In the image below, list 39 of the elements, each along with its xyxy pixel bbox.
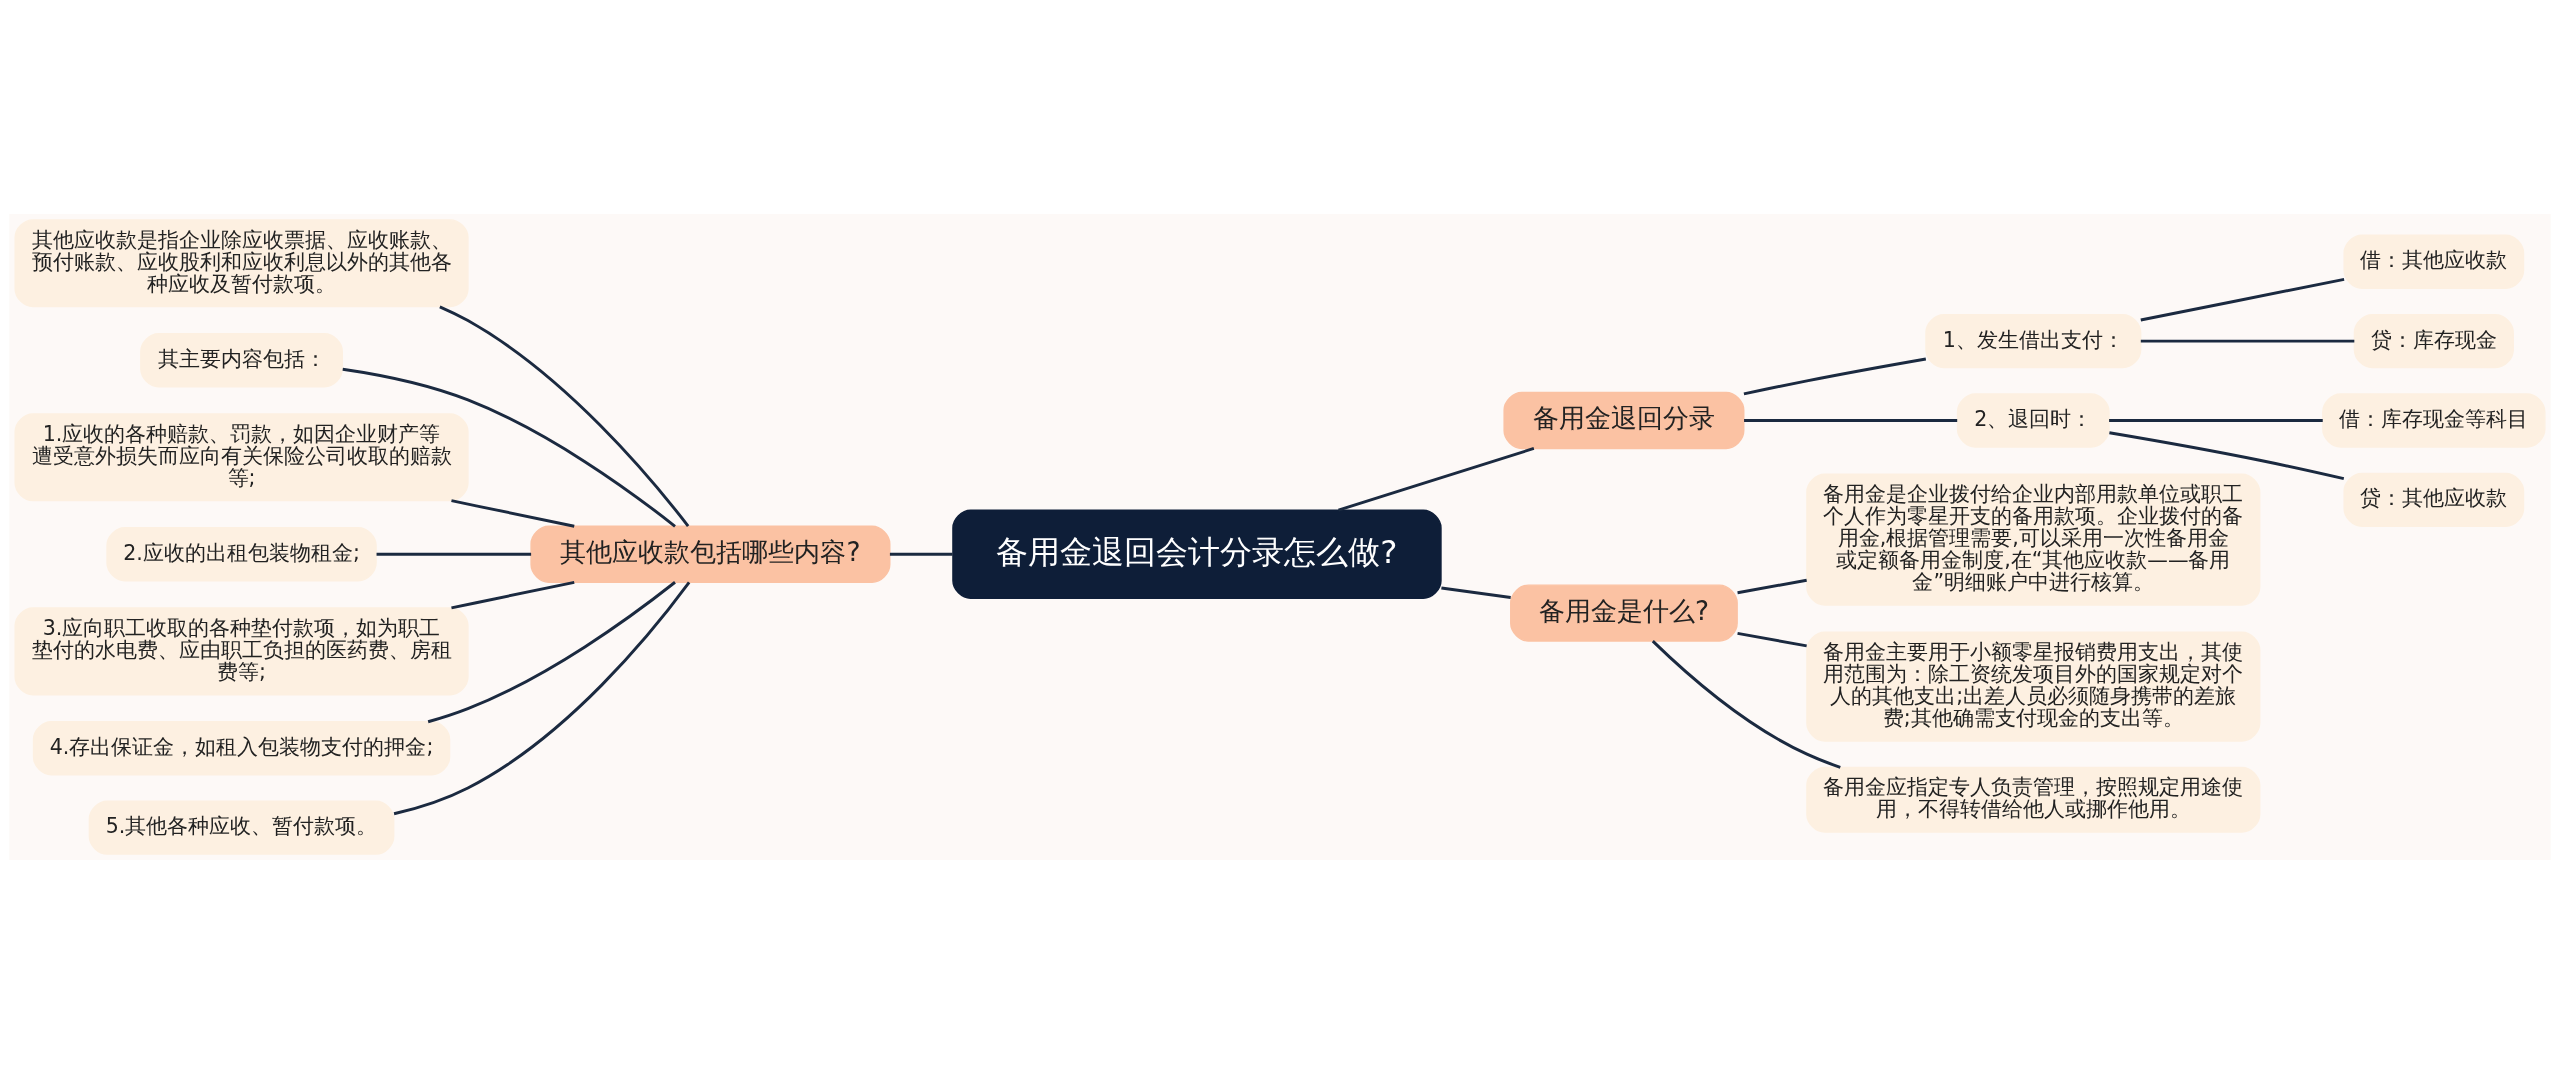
connector: [2140, 339, 2355, 343]
node-box: 备用金退回会计分录怎么做?: [952, 508, 1442, 599]
node-box: 备用金主要用于小额零星报销费用支出，其使用范围为：除工资统发项目外的国家规定对个人的其他支出;出差人员必须随身携带的差旅费;其他确需支付现金的支出等。: [1806, 630, 2261, 742]
node-box: 3.应向职工收取的各种垫付款项，如为职工垫付的水电费、应由职工负担的医药费、房租费等;: [14, 606, 469, 695]
node-box: 1.应收的各种赔款、罚款，如因企业财产等遭受意外损失而应向有关保险公司收取的赔款等;: [14, 412, 469, 501]
node-box: 2、退回时：: [1956, 392, 2110, 448]
connector: [889, 552, 953, 556]
node-box: 备用金是企业拨付给企业内部用款单位或职工个人作为零星开支的备用款项。企业拨付的备用金,根据管理需要,可以采用一次性备用金或定额备用金制度,在“其他应收款——备用金”明细账户中进行核算。: [1806, 472, 2261, 606]
node-box: 其他应收款包括哪些内容?: [530, 525, 891, 583]
connector: [1441, 586, 1511, 599]
connector: [376, 552, 532, 556]
connector: [1338, 446, 1535, 511]
connector: [2140, 277, 2345, 321]
node-box: 其他应收款是指企业除应收票据、应收账款、预付账款、应收股利和应收利息以外的其他各种应收及暂付款项。: [14, 218, 469, 307]
node-box: 其主要内容包括：: [140, 332, 343, 387]
connector: [427, 580, 676, 723]
connector: [451, 580, 575, 609]
connector: [342, 367, 676, 527]
connector: [393, 581, 691, 815]
connector: [1744, 418, 1958, 422]
node-box: 借：库存现金等科目: [2322, 392, 2546, 448]
node-box: 5.其他各种应收、暂付款项。: [88, 799, 395, 855]
connector: [2109, 430, 2345, 480]
node-box: 备用金应指定专人负责管理，按照规定用途使用，不得转借给他人或挪作他用。: [1806, 766, 2261, 833]
connector: [1737, 578, 1807, 594]
node-box: 备用金是什么?: [1510, 583, 1738, 642]
connector: [1737, 631, 1807, 647]
connector: [451, 498, 575, 528]
connector: [1743, 357, 1927, 395]
node-box: 2.应收的出租包装物租金;: [106, 526, 377, 581]
node-box: 备用金退回分录: [1503, 391, 1745, 449]
connector: [1651, 639, 1841, 769]
node-box: 贷：其他应收款: [2343, 472, 2525, 527]
node-box: 借：其他应收款: [2343, 234, 2525, 289]
node-box: 贷：库存现金: [2353, 313, 2514, 368]
node-box: 4.存出保证金，如租入包装物支付的押金;: [32, 720, 451, 775]
node-box: 1、发生借出支付：: [1925, 313, 2142, 368]
connector: [439, 304, 690, 527]
connector: [2109, 418, 2323, 422]
